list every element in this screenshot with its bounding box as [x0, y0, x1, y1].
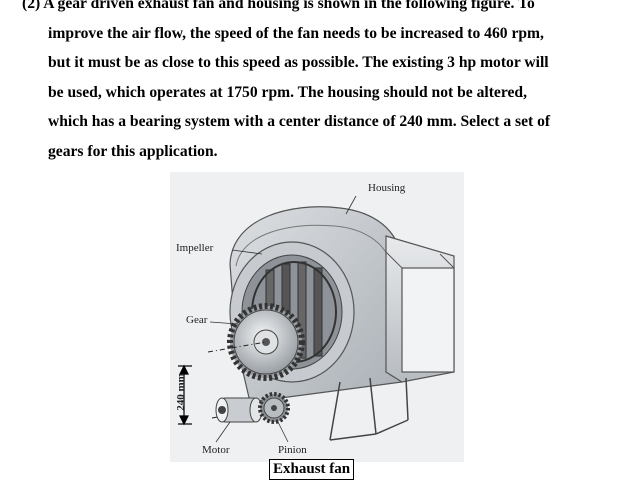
problem-line-5: which has a bearing system with a center…	[48, 113, 551, 131]
label-pinion: Pinion	[278, 444, 307, 456]
label-housing: Housing	[368, 182, 406, 194]
stand	[329, 377, 409, 441]
problem-line-3: but it must be as close to this speed as…	[48, 54, 549, 72]
label-240-mm: 240 mm	[174, 373, 187, 411]
gear	[227, 303, 305, 381]
outlet-duct	[385, 235, 455, 383]
leader-lines	[209, 195, 357, 443]
problem-line-1: (2) A gear driven exhaust fan and housin…	[22, 0, 535, 12]
problem-line-6: gears for this application.	[48, 142, 218, 160]
exhaust-fan-figure: Housing Impeller Gear 240 mm Motor Pinio…	[170, 172, 464, 462]
pinion	[258, 392, 290, 424]
problem-statement: (2) A gear driven exhaust fan and housin…	[22, 0, 618, 167]
exhaust-fan-illustration	[178, 195, 455, 443]
problem-line-2: improve the air flow, the speed of the f…	[48, 24, 544, 42]
motor	[215, 397, 263, 423]
label-impeller: Impeller	[176, 242, 214, 254]
label-motor: Motor	[202, 444, 230, 456]
dimension-240mm	[178, 364, 192, 426]
problem-line-4: be used, which operates at 1750 rpm. The…	[48, 83, 527, 101]
label-gear: Gear	[186, 314, 208, 326]
figure-caption: Exhaust fan	[269, 459, 355, 480]
